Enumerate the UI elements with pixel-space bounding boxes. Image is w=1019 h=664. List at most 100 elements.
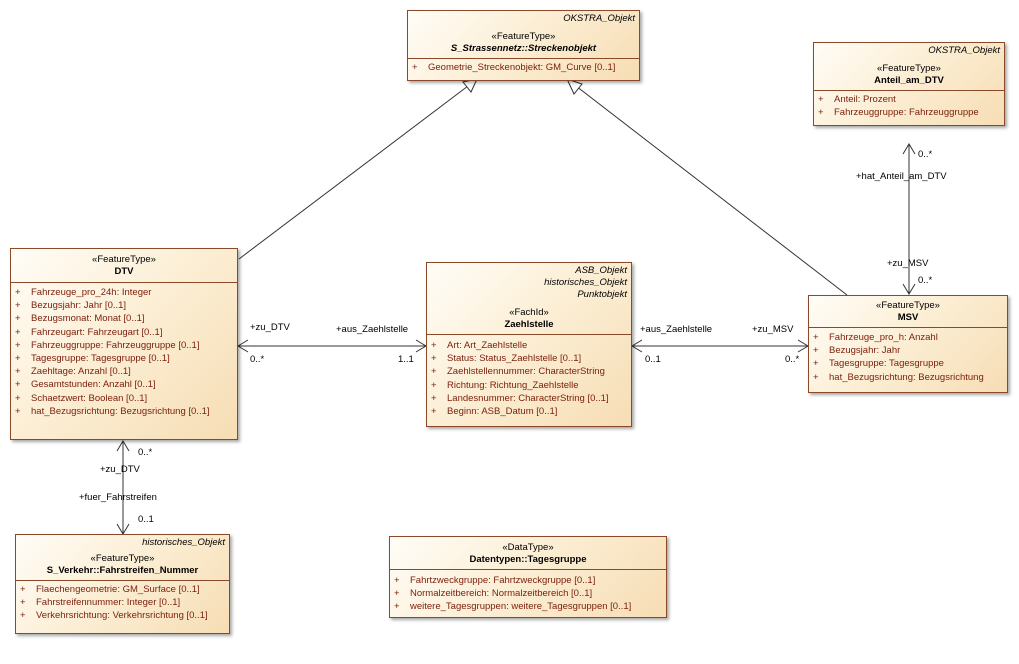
attribute: + Zaehlstellennummer: CharacterString	[431, 365, 627, 378]
class-tags: OKSTRA_Objekt	[818, 45, 1000, 57]
visibility-marker: +	[15, 326, 21, 338]
attribute-text: Tagesgruppe: Tagesgruppe [0..1]	[31, 353, 170, 365]
visibility-marker: +	[20, 610, 26, 622]
attribute: +Zaehltage: Anzahl [0..1]	[15, 365, 233, 378]
class-dtv[interactable]: «FeatureType» DTV +Fahrzeuge_pro_24h: In…	[10, 248, 238, 440]
attribute: +Beginn: ASB_Datum [0..1]	[431, 405, 627, 418]
class-tags: OKSTRA_Objekt	[412, 13, 635, 25]
attribute-text: Fahrzeuge_pro_h: Anzahl	[829, 332, 938, 343]
attribute: +Schaetzwert: Boolean [0..1]	[15, 392, 233, 405]
role-label: +zu_MSV	[887, 258, 929, 269]
attribute-text: Gesamtstunden: Anzahl [0..1]	[31, 379, 156, 391]
tag: historisches_Objekt	[544, 277, 627, 288]
attribute-text: Normalzeitbereich: Normalzeitbereich [0.…	[410, 588, 593, 600]
tag: OKSTRA_Objekt	[928, 45, 1000, 56]
attribute-list: +Geometrie_Streckenobjekt: GM_Curve [0..…	[408, 59, 639, 77]
class-tags: historisches_Objekt	[20, 537, 225, 549]
class-fahrstreifen-nummer[interactable]: historisches_Objekt «FeatureType» S_Verk…	[15, 534, 230, 634]
visibility-marker: +	[15, 405, 21, 417]
multiplicity-label: 0..*	[250, 354, 265, 365]
attribute: +Fahrzeuge_pro_24h: Integer	[15, 286, 233, 299]
attribute: +Art: Art_Zaehlstelle	[431, 339, 627, 352]
visibility-marker: +	[15, 339, 21, 351]
visibility-marker: +	[20, 597, 26, 609]
attribute-text: hat_Bezugsrichtung: Bezugsrichtung	[829, 371, 984, 383]
attribute-text: Art: Art_Zaehlstelle	[447, 340, 528, 351]
multiplicity-label: 0..*	[918, 149, 933, 160]
attribute: +hat_Bezugsrichtung: Bezugsrichtung	[813, 371, 1003, 384]
multiplicity-label: 0..1	[138, 514, 154, 525]
visibility-marker: +	[818, 94, 824, 105]
arrowhead-open	[237, 339, 249, 353]
attribute: +Fahrzeugart: Fahrzeugart [0..1]	[15, 326, 233, 339]
visibility-marker: +	[15, 353, 21, 365]
attribute-text: Anteil: Prozent	[834, 94, 896, 105]
attribute-list: +Art: Art_Zaehlstelle +Status: Status_Za…	[427, 335, 631, 421]
visibility-marker: +	[813, 358, 819, 370]
attribute: + Fahrzeuge_pro_h: Anzahl	[813, 331, 1003, 344]
attribute-text: weitere_Tagesgruppen: weitere_Tagesgrupp…	[410, 601, 632, 613]
attribute-text: Fahrstreifennummer: Integer [0..1]	[36, 597, 181, 609]
visibility-marker: +	[15, 392, 21, 404]
class-streckenobjekt[interactable]: OKSTRA_Objekt «FeatureType» S_Strassenne…	[407, 10, 640, 81]
attribute: + Landesnummer: CharacterString [0..1]	[431, 392, 627, 405]
attribute-text: Beginn: ASB_Datum [0..1]	[447, 406, 558, 418]
attribute-text: Bezugsjahr: Jahr	[829, 345, 901, 357]
tag: Punktobjekt	[577, 289, 627, 300]
class-tags: ASB_Objekt historisches_Objekt Punktobje…	[431, 265, 627, 301]
class-name: MSV	[897, 312, 919, 323]
class-header: OKSTRA_Objekt «FeatureType» S_Strassenne…	[408, 11, 639, 59]
attribute-text: Status: Status_Zaehlstelle [0..1]	[447, 353, 582, 365]
role-label: +aus_Zaehlstelle	[640, 324, 713, 335]
attribute-list: +Fahrzeuge_pro_24h: Integer + Bezugsjahr:…	[11, 283, 237, 421]
class-msv[interactable]: «FeatureType» MSV + Fahrzeuge_pro_h: Anza…	[808, 295, 1008, 393]
attribute-text: hat_Bezugsrichtung: Bezugsrichtung [0..1…	[31, 405, 210, 417]
stereotype: «FeatureType»	[876, 300, 940, 311]
visibility-marker: +	[20, 584, 26, 595]
generalization-msv-streckenobjekt	[575, 85, 848, 296]
class-header: ASB_Objekt historisches_Objekt Punktobje…	[427, 263, 631, 335]
attribute: +Fahrzeuggruppe: Fahrzeuggruppe [0..1]	[15, 339, 233, 352]
class-anteil-am-dtv[interactable]: OKSTRA_Objekt «FeatureType» Anteil_am_DT…	[813, 42, 1005, 126]
visibility-marker: +	[813, 345, 819, 357]
role-label: +zu_DTV	[100, 464, 140, 475]
class-tagesgruppe[interactable]: «DataType» Datentypen::Tagesgruppe +Fahr…	[389, 536, 667, 618]
class-zaehlstelle[interactable]: ASB_Objekt historisches_Objekt Punktobje…	[426, 262, 632, 427]
role-label: +hat_Anteil_am_DTV	[856, 171, 947, 182]
class-header: OKSTRA_Objekt «FeatureType» Anteil_am_DT…	[814, 43, 1004, 91]
visibility-marker: +	[813, 332, 819, 343]
attribute-text: Zaehlstellennummer: CharacterString	[447, 366, 605, 378]
attribute-text: Bezugsmonat: Monat [0..1]	[31, 313, 145, 325]
attribute-list: +Flaechengeometrie: GM_Surface [0..1] + F…	[16, 581, 229, 626]
attribute: +Normalzeitbereich: Normalzeitbereich [0…	[394, 587, 662, 600]
attribute: +Status: Status_Zaehlstelle [0..1]	[431, 352, 627, 365]
arrowhead-open	[902, 143, 916, 155]
attribute-list: +Fahrtzweckgruppe: Fahrtzweckgruppe [0..…	[390, 570, 666, 617]
class-name: DTV	[114, 266, 134, 277]
attribute: +weitere_Tagesgruppen: weitere_Tagesgrup…	[394, 600, 662, 613]
attribute: +Flaechengeometrie: GM_Surface [0..1]	[20, 583, 225, 596]
visibility-marker: +	[15, 287, 21, 298]
attribute: + Verkehrsrichtung: Verkehrsrichtung [0..…	[20, 609, 225, 622]
attribute-text: Verkehrsrichtung: Verkehrsrichtung [0..1…	[36, 610, 208, 622]
attribute-list: + Fahrzeuge_pro_h: Anzahl + Bezugsjahr: Ja…	[809, 328, 1007, 387]
role-label: +zu_DTV	[250, 322, 290, 333]
visibility-marker: +	[431, 392, 437, 404]
role-label: +fuer_Fahrstreifen	[79, 492, 157, 503]
attribute: +Bezugsmonat: Monat [0..1]	[15, 312, 233, 325]
class-header: «FeatureType» MSV	[809, 296, 1007, 328]
visibility-marker: +	[15, 300, 21, 312]
attribute-text: Landesnummer: CharacterString [0..1]	[447, 392, 609, 404]
stereotype: «FachId»	[509, 307, 549, 318]
class-name: Zaehlstelle	[504, 319, 554, 330]
multiplicity-label: 0..*	[785, 354, 800, 365]
class-header: «FeatureType» DTV	[11, 249, 237, 283]
attribute: +Gesamtstunden: Anzahl [0..1]	[15, 378, 233, 391]
stereotype: «FeatureType»	[90, 553, 155, 564]
attribute-text: Bezugsjahr: Jahr [0..1]	[31, 300, 127, 312]
attribute: + Bezugsjahr: Jahr	[813, 344, 1003, 357]
arrowhead-open	[631, 339, 643, 353]
visibility-marker: +	[431, 366, 437, 378]
stereotype: «DataType»	[502, 542, 554, 553]
